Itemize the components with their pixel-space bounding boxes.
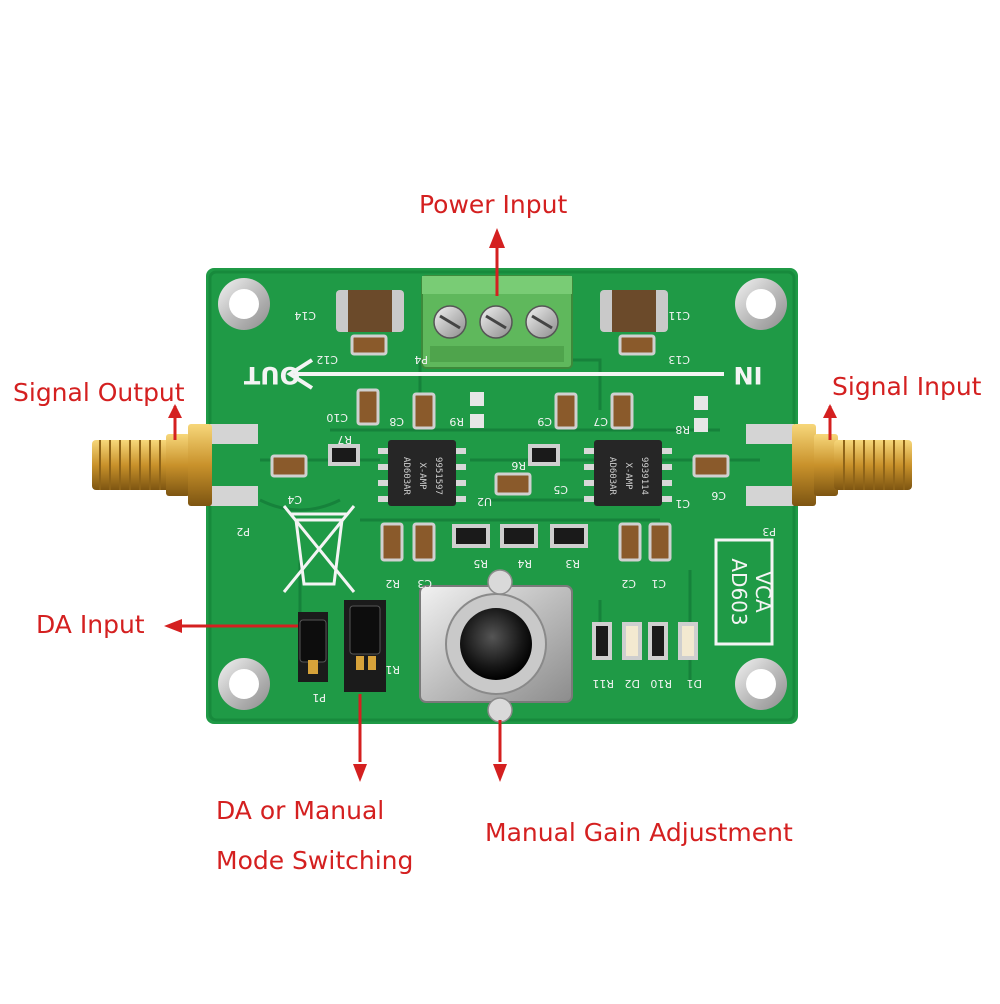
- smd-resistors: [328, 444, 668, 660]
- silk-d2: D2: [625, 677, 640, 690]
- silk-p4: P4: [414, 353, 428, 366]
- da-manual-label-line-2: Mode Switching: [216, 846, 414, 875]
- silkscreen-labels: OUT IN AD603 VCA C14 C12 C11 C13 P4 C10 …: [236, 309, 776, 704]
- large-capacitors: [336, 290, 668, 332]
- silk-p3: P3: [762, 525, 776, 538]
- silk-c11: C11: [668, 309, 690, 322]
- silk-r4: R4: [517, 557, 532, 570]
- silk-r7: R7: [337, 433, 352, 446]
- silk-c2: C2: [621, 577, 636, 590]
- sma-connector-left: [92, 424, 212, 506]
- da-manual-label-line-1: DA or Manual: [216, 796, 385, 825]
- silk-r8: R8: [675, 423, 690, 436]
- smd-capacitors: [270, 334, 730, 562]
- silk-u2: U2: [477, 495, 492, 508]
- silk-c1: C1: [675, 497, 690, 510]
- silk-c8: C8: [389, 415, 404, 428]
- arrow-da-input: [164, 619, 298, 633]
- silk-c10: C10: [326, 411, 348, 424]
- test-pads: [470, 392, 708, 432]
- silk-c7: C7: [593, 415, 608, 428]
- silk-c6: C6: [711, 489, 726, 502]
- silk-c1b: C1: [651, 577, 666, 590]
- chip-u1-line-2: X-AMP: [623, 462, 633, 490]
- power-input-label: Power Input: [419, 190, 568, 219]
- sma-pads: [210, 424, 794, 506]
- signal-input-label: Signal Input: [832, 372, 982, 401]
- silk-c9: C9: [537, 415, 552, 428]
- chip-u1-line-3: 9939114: [639, 457, 649, 495]
- chip-u2-line-3: 9951597: [433, 457, 443, 495]
- mounting-holes: [218, 278, 787, 710]
- manual-gain-label: Manual Gain Adjustment: [485, 818, 793, 847]
- chip-u2-line-1: AD603AR: [401, 457, 411, 496]
- silk-c14: C14: [294, 309, 316, 322]
- arrow-signal-input: [823, 404, 837, 440]
- potentiometer: [419, 569, 573, 723]
- silk-c13: C13: [668, 353, 690, 366]
- signal-output-label: Signal Output: [13, 378, 185, 407]
- jumper-headers: [298, 600, 386, 692]
- out-label: OUT: [243, 361, 300, 389]
- leds: [622, 622, 698, 660]
- silk-p2: P2: [236, 525, 250, 538]
- sma-connector-right: [792, 424, 912, 506]
- silk-r5: R5: [473, 557, 488, 570]
- arrow-power-input: [489, 228, 505, 296]
- chip-u1-line-1: AD603AR: [607, 457, 617, 496]
- silk-r1: R1: [385, 663, 400, 676]
- arrow-signal-output: [168, 404, 182, 440]
- model-line-1: AD603: [727, 558, 751, 625]
- signal-direction-arrow: [286, 358, 724, 390]
- silk-r9: R9: [449, 415, 464, 428]
- silk-p1: P1: [312, 691, 326, 704]
- weee-recycle-symbol: [282, 505, 356, 593]
- ic-chip-u1: [584, 440, 672, 506]
- silk-r11: R11: [592, 677, 614, 690]
- da-input-label: DA Input: [36, 610, 145, 639]
- silk-c12: C12: [316, 353, 338, 366]
- model-label-box: [714, 538, 774, 646]
- silk-r3: R3: [565, 557, 580, 570]
- silk-c3: C3: [417, 577, 432, 590]
- arrow-mode-switching: [353, 694, 367, 782]
- callout-arrows: [164, 228, 837, 782]
- silk-r6: R6: [511, 459, 526, 472]
- silk-c4: C4: [287, 493, 302, 506]
- in-label: IN: [733, 361, 762, 389]
- silk-d1: D1: [687, 677, 702, 690]
- ic-chip-u2: [378, 440, 466, 506]
- silk-r2: R2: [385, 577, 400, 590]
- arrow-manual-gain: [493, 720, 507, 782]
- chip-u2-line-2: X-AMP: [417, 462, 427, 490]
- silk-c5: C5: [553, 483, 568, 496]
- silk-r10: R10: [650, 677, 672, 690]
- model-line-2: VCA: [751, 571, 775, 613]
